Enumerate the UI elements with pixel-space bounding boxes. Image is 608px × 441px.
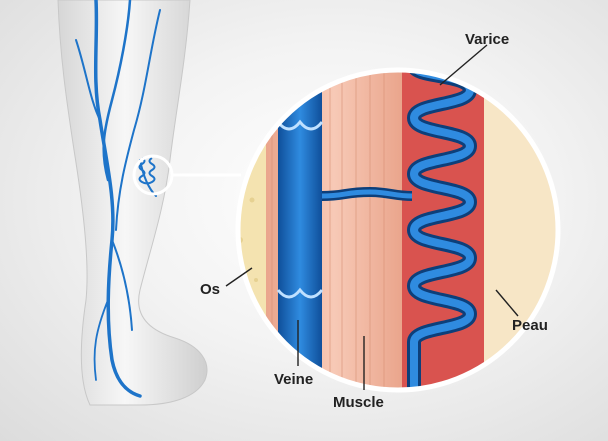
deep-vein (278, 70, 322, 390)
label-varice: Varice (465, 31, 510, 48)
leg (57, 0, 208, 406)
vein-valve-bottom (276, 287, 324, 299)
leader-peau (495, 289, 519, 317)
bone-layer (238, 70, 266, 390)
label-muscle: Muscle (333, 394, 384, 411)
vein-valve-top (276, 119, 324, 131)
leader-os (225, 267, 253, 287)
leg-varicose-spot (138, 157, 156, 185)
leader-lines (225, 44, 519, 390)
label-os: Os (200, 281, 221, 298)
label-peau: Peau (512, 317, 548, 334)
magnifier-ring (235, 67, 561, 393)
leader-varice (439, 44, 488, 86)
magnified-section (238, 70, 558, 390)
label-veine: Veine (274, 371, 314, 388)
leg-veins (75, 0, 161, 398)
